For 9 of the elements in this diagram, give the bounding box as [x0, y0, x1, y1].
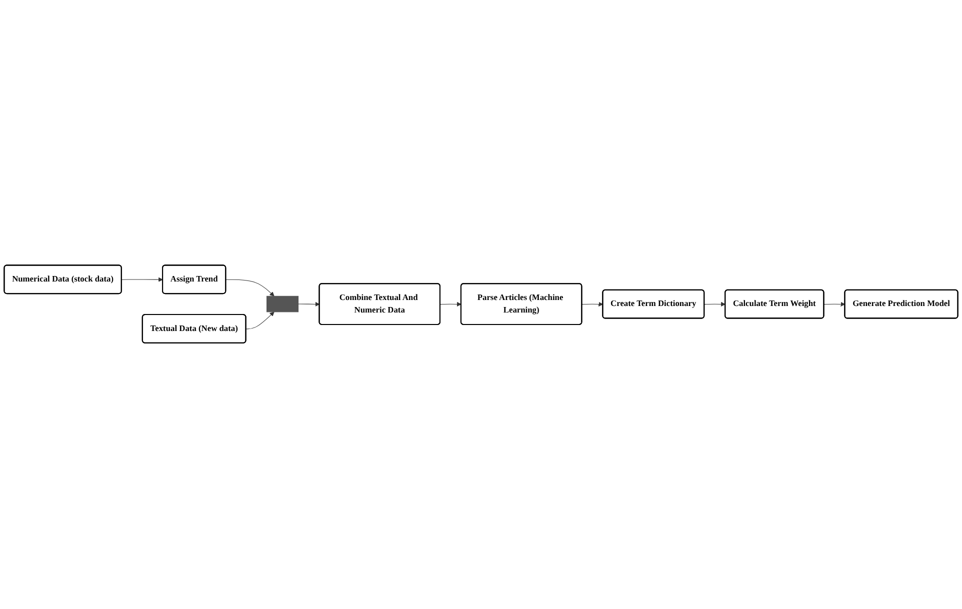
arrow	[440, 302, 462, 307]
arrow	[298, 302, 320, 307]
arrow	[226, 280, 274, 297]
arrow	[582, 302, 604, 307]
arrow	[704, 302, 726, 307]
arrow	[246, 312, 274, 330]
arrow	[121, 278, 163, 282]
arrow	[824, 302, 846, 307]
node-bar	[266, 296, 299, 313]
